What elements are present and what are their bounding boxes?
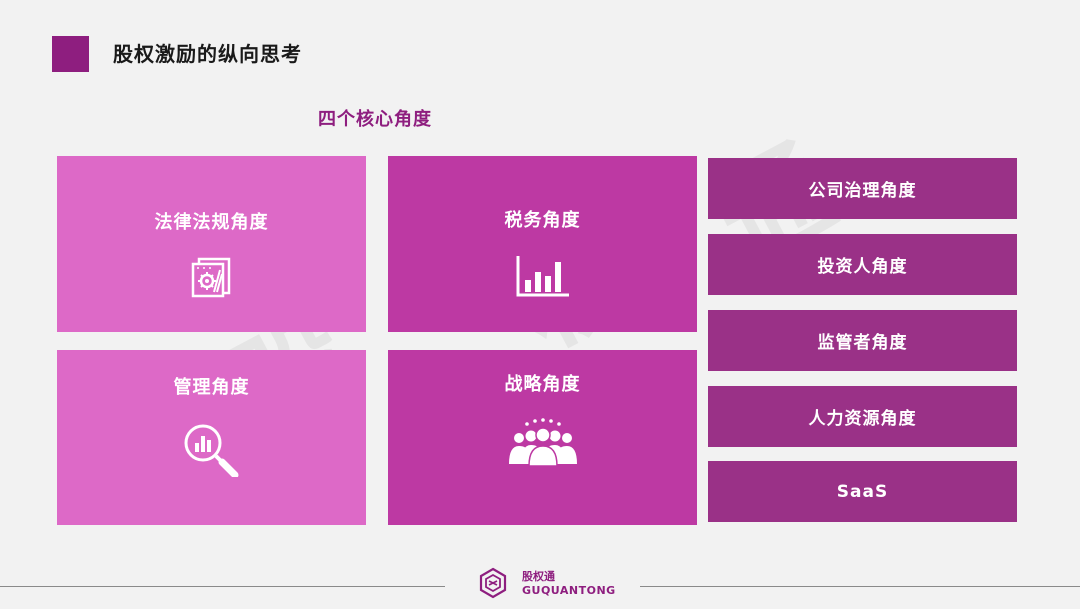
perspective-investor: 投资人角度 — [708, 234, 1017, 295]
footer-brand-en: GUQUANTONG — [522, 584, 616, 597]
perspective-regulator: 监管者角度 — [708, 310, 1017, 371]
perspective-saas: SaaS — [708, 461, 1017, 522]
legal-document-gear-icon — [189, 256, 235, 302]
section-subtitle: 四个核心角度 — [318, 109, 432, 130]
perspective-corporate-governance: 公司治理角度 — [708, 158, 1017, 219]
team-people-icon — [507, 418, 579, 472]
tile-strategy: 战略角度 — [388, 350, 697, 525]
guquantong-logo-icon — [478, 567, 508, 603]
tile-label: 税务角度 — [504, 210, 581, 231]
page-title: 股权激励的纵向思考 — [113, 42, 302, 66]
tile-legal: 法律法规角度 — [57, 156, 366, 332]
tile-tax: 税务角度 — [388, 156, 697, 332]
footer-brand-cn: 股权通 — [522, 570, 555, 583]
title-accent-square — [52, 36, 89, 72]
footer-divider-right — [640, 586, 1080, 587]
tile-management: 管理角度 — [57, 350, 366, 525]
bar-chart-icon — [515, 254, 571, 302]
perspective-human-resources: 人力资源角度 — [708, 386, 1017, 447]
tile-label: 战略角度 — [504, 374, 581, 395]
footer-divider-left — [0, 586, 445, 587]
magnifier-chart-icon — [181, 421, 243, 481]
tile-label: 法律法规角度 — [154, 212, 269, 233]
tile-label: 管理角度 — [173, 377, 250, 398]
